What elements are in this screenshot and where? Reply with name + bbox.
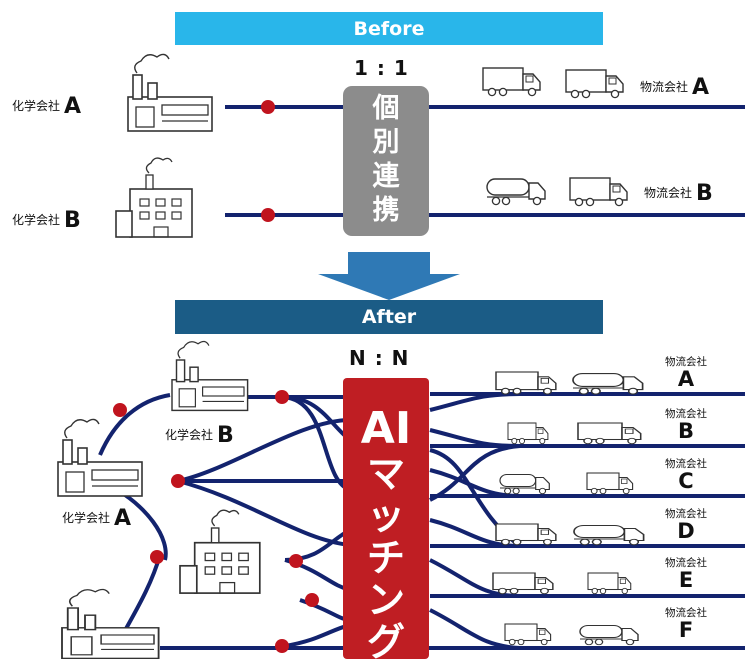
truck-icon <box>587 572 632 595</box>
label-text: 物流会社 <box>665 557 707 569</box>
before-center-text: 個 別 連 携 <box>343 92 429 228</box>
factory-icon <box>61 588 160 659</box>
factory-icon <box>127 53 213 132</box>
truck-icon <box>495 523 557 546</box>
after-logistics-b-label: 物流会社 B <box>646 408 726 442</box>
before-node-b <box>261 208 275 222</box>
ai-char: ッ <box>366 494 405 538</box>
ai-matching-text: AI マ ッ チ ン グ <box>343 403 429 664</box>
after-logistics-e-label: 物流会社 E <box>646 557 726 591</box>
label-text: 物流会社 <box>665 356 707 368</box>
label-letter: B <box>217 423 234 448</box>
factory-icon <box>171 340 249 412</box>
label-text: 物流会社 <box>665 458 707 470</box>
building-icon <box>179 509 261 594</box>
label-letter: A <box>677 367 695 391</box>
after-network-curves <box>98 392 522 650</box>
tanker-icon <box>486 178 546 206</box>
after-ratio: N : N <box>349 346 410 370</box>
label-text: 物流会社 <box>665 607 707 619</box>
after-logistics-a-label: 物流会社 A <box>646 356 726 390</box>
truck-icon <box>586 472 634 495</box>
tanker-icon <box>579 624 639 646</box>
truck-icon <box>565 69 624 99</box>
label-letter: B <box>677 419 694 443</box>
before-ratio: 1 : 1 <box>354 56 409 80</box>
after-nodes <box>113 390 319 653</box>
label-letter: A <box>114 506 132 531</box>
label-letter: B <box>64 208 81 233</box>
ai-char: チ <box>366 536 405 580</box>
before-char: 連 <box>372 161 400 192</box>
before-banner: Before <box>353 17 425 40</box>
truck-icon <box>504 623 552 646</box>
before-node-a <box>261 100 275 114</box>
label-letter: A <box>64 94 82 119</box>
before-individual-box <box>343 86 429 236</box>
after-banner: After <box>361 306 417 328</box>
ai-char: グ <box>366 620 405 664</box>
label-text: 化学会社 <box>12 213 61 227</box>
truck-icon <box>482 67 541 97</box>
label-text: 化学会社 <box>12 99 61 113</box>
truck-icon <box>492 572 554 595</box>
before-char: 携 <box>372 195 400 226</box>
before-char: 個 <box>372 93 400 124</box>
truck-icon <box>569 177 628 207</box>
label-letter: A <box>692 75 710 100</box>
ai-char: AI <box>360 403 412 454</box>
tanker-icon <box>573 524 645 546</box>
after-logistics-lines <box>160 392 745 650</box>
tanker-icon <box>572 372 644 395</box>
after-banner-bg <box>175 300 603 334</box>
before-char: 別 <box>372 127 400 158</box>
label-text: 化学会社 <box>62 511 111 525</box>
label-text: 物流会社 <box>640 80 689 94</box>
label-letter: B <box>696 181 713 206</box>
after-logistics-f-label: 物流会社 F <box>646 607 726 641</box>
factory-icon <box>57 418 143 497</box>
label-letter: E <box>678 568 694 592</box>
label-text: 物流会社 <box>644 186 693 200</box>
label-text: 物流会社 <box>665 508 707 520</box>
ai-char: ン <box>366 578 405 622</box>
truck-icon <box>577 422 642 445</box>
label-letter: C <box>678 469 694 493</box>
truck-icon <box>495 371 557 395</box>
truck-icon <box>507 422 549 445</box>
ai-matching-box <box>343 378 429 659</box>
label-letter: F <box>678 618 694 642</box>
building-icon <box>115 157 193 238</box>
after-logistics-c-label: 物流会社 C <box>646 458 726 492</box>
label-text: 物流会社 <box>665 408 707 420</box>
before-banner-bg <box>175 12 603 45</box>
tanker-icon <box>499 473 550 495</box>
ai-char: マ <box>366 452 405 496</box>
after-logistics-d-label: 物流会社 D <box>646 508 726 542</box>
label-letter: D <box>677 519 695 543</box>
label-text: 化学会社 <box>165 428 214 442</box>
down-arrow-icon <box>318 252 460 300</box>
